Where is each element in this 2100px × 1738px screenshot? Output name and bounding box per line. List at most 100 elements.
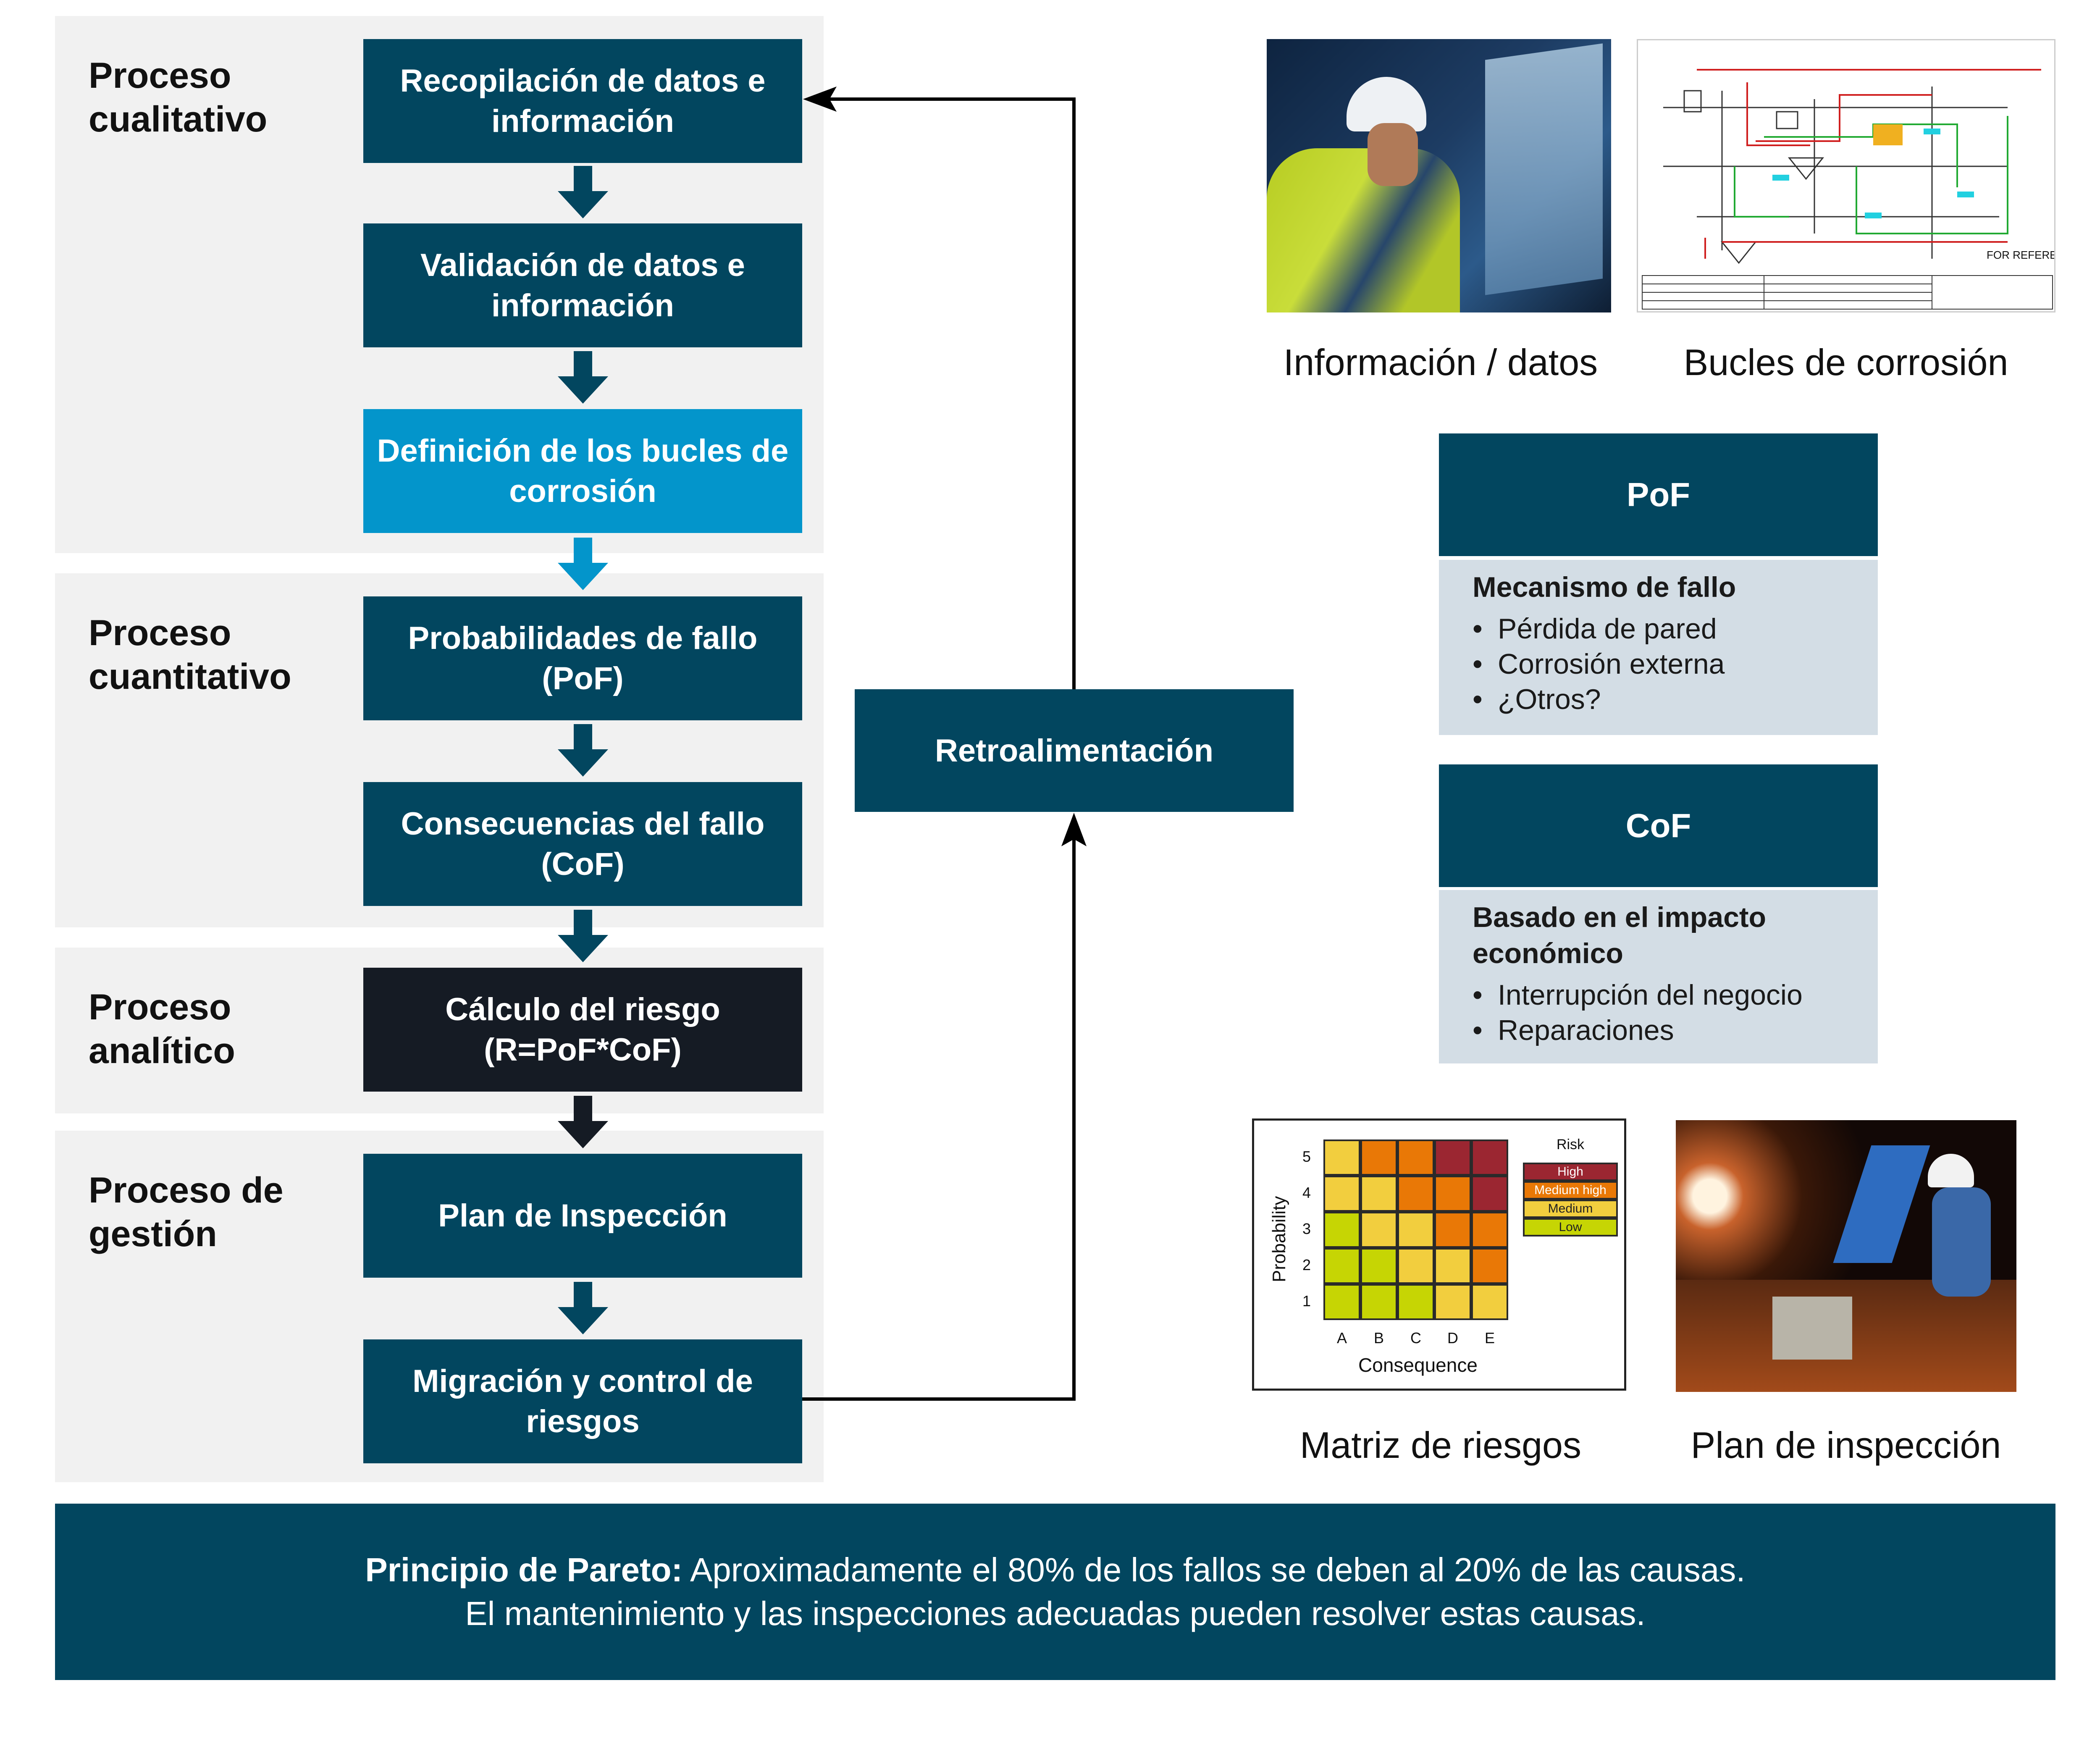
down-arrow-icon bbox=[558, 538, 608, 590]
info-data-caption: Información / datos bbox=[1283, 341, 1598, 383]
info-data-photo bbox=[1267, 39, 1611, 312]
pareto-text: Aproximadamente el 80% de los fallos se … bbox=[682, 1551, 1746, 1588]
pareto-line-2: El mantenimiento y las inspecciones adec… bbox=[465, 1595, 1646, 1632]
list-item: •Corrosión externa bbox=[1473, 646, 1844, 682]
cof-subtitle: Basado en el impacto económico bbox=[1473, 901, 1767, 969]
corrosion-loops-caption: Bucles de corrosión bbox=[1683, 341, 2008, 383]
legend-item: Low bbox=[1523, 1218, 1618, 1237]
legend-item: High bbox=[1523, 1163, 1618, 1181]
down-arrow-icon bbox=[558, 910, 608, 962]
matrix-cell bbox=[1360, 1212, 1397, 1248]
step-label: Definición de los bucles de corrosión bbox=[377, 433, 789, 509]
y-tick-label: 4 bbox=[1302, 1184, 1311, 1201]
matrix-cell bbox=[1397, 1248, 1434, 1284]
step-corrosion-loops[interactable]: Definición de los bucles de corrosión bbox=[363, 409, 802, 533]
panel-label: Proceso cuantitativo bbox=[89, 613, 291, 697]
x-tick-label: D bbox=[1447, 1329, 1458, 1347]
y-tick-label: 5 bbox=[1302, 1148, 1311, 1165]
cof-header: CoF bbox=[1439, 764, 1878, 887]
cof-title: CoF bbox=[1625, 807, 1691, 844]
schematic-drawing: FOR REFERENCE bbox=[1642, 69, 2055, 310]
scanner-body-shape bbox=[1772, 1297, 1852, 1360]
inspection-caption: Plan de inspección bbox=[1690, 1424, 2001, 1466]
step-data-collection[interactable]: Recopilación de datos e información bbox=[363, 39, 802, 163]
list-item: •Reparaciones bbox=[1473, 1013, 1844, 1048]
monitor-shape bbox=[1485, 43, 1603, 295]
pof-title: PoF bbox=[1626, 476, 1690, 513]
step-label: Recopilación de datos e información bbox=[400, 63, 766, 139]
matrix-cell bbox=[1397, 1284, 1434, 1320]
x-axis-label: Consequence bbox=[1358, 1354, 1478, 1376]
legend-item: Medium high bbox=[1523, 1181, 1618, 1200]
x-tick-label: B bbox=[1373, 1329, 1384, 1347]
matrix-cell bbox=[1323, 1248, 1360, 1284]
matrix-cell bbox=[1397, 1176, 1434, 1212]
person-shape bbox=[1932, 1187, 1991, 1297]
scanner-panel-shape bbox=[1833, 1145, 1930, 1263]
step-label: Plan de Inspección bbox=[438, 1197, 727, 1234]
down-arrow-icon bbox=[558, 351, 608, 404]
list-item-text: Reparaciones bbox=[1498, 1014, 1674, 1046]
matrix-cell bbox=[1360, 1248, 1397, 1284]
matrix-cell bbox=[1397, 1139, 1434, 1176]
down-arrow-icon bbox=[558, 724, 608, 777]
step-label: Migración y control de riesgos bbox=[412, 1363, 753, 1439]
pof-body: Mecanismo de fallo • Pérdida de pared •Co… bbox=[1439, 560, 1878, 735]
corrosion-loops-schematic: FOR REFERENCE bbox=[1637, 39, 2055, 312]
matrix-cell bbox=[1323, 1284, 1360, 1320]
y-tick-label: 2 bbox=[1302, 1256, 1311, 1273]
feedback-box[interactable]: Retroalimentación bbox=[855, 689, 1294, 812]
y-tick-label: 3 bbox=[1302, 1220, 1311, 1237]
list-item: •¿Otros? bbox=[1473, 682, 1844, 717]
pof-header: PoF bbox=[1439, 433, 1878, 556]
step-risk-calculation[interactable]: Cálculo del riesgo (R=PoF*CoF) bbox=[363, 968, 802, 1092]
step-risk-mitigation[interactable]: Migración y control de riesgos bbox=[363, 1339, 802, 1463]
x-tick-label: A bbox=[1336, 1329, 1347, 1347]
person-jacket-shape bbox=[1267, 148, 1460, 312]
feedback-line-up bbox=[802, 836, 1076, 1401]
matrix-cell bbox=[1434, 1284, 1471, 1320]
schematic-note: FOR REFERENCE bbox=[1987, 249, 2055, 261]
x-tick-label: C bbox=[1410, 1329, 1421, 1347]
cof-list: • Interrupción del negocio •Reparaciones bbox=[1473, 977, 1844, 1048]
list-item-text: Corrosión externa bbox=[1498, 648, 1725, 680]
y-axis-label: Probability bbox=[1269, 1196, 1289, 1282]
matrix-cell bbox=[1323, 1212, 1360, 1248]
helmet-shape bbox=[1928, 1154, 1974, 1187]
panel-label: Proceso cualitativo bbox=[89, 55, 268, 139]
matrix-cell bbox=[1471, 1139, 1508, 1176]
matrix-cell bbox=[1434, 1248, 1471, 1284]
matrix-cell bbox=[1471, 1284, 1508, 1320]
list-item-text: Interrupción del negocio bbox=[1498, 979, 1803, 1011]
step-data-validation[interactable]: Validación de datos e información bbox=[363, 223, 802, 347]
panel-label: Proceso analítico bbox=[89, 987, 235, 1071]
step-pof[interactable]: Probabilidades de fallo (PoF) bbox=[363, 596, 802, 720]
pof-subtitle: Mecanismo de fallo bbox=[1473, 571, 1736, 603]
inspection-photo bbox=[1676, 1120, 2016, 1392]
down-arrow-icon bbox=[558, 1282, 608, 1334]
down-arrow-icon bbox=[558, 166, 608, 218]
matrix-cell bbox=[1471, 1212, 1508, 1248]
pareto-line-1: Principio de Pareto: Aproximadamente el … bbox=[365, 1548, 1745, 1592]
matrix-cell bbox=[1434, 1139, 1471, 1176]
bullet-icon: • bbox=[1473, 683, 1483, 715]
list-item: • Interrupción del negocio bbox=[1473, 977, 1844, 1013]
step-cof[interactable]: Consecuencias del fallo (CoF) bbox=[363, 782, 802, 906]
step-label: Validación de datos e información bbox=[420, 247, 745, 323]
x-tick-label: E bbox=[1484, 1329, 1495, 1347]
pof-list: • Pérdida de pared •Corrosión externa •¿O… bbox=[1473, 611, 1844, 717]
matrix-cell bbox=[1434, 1212, 1471, 1248]
down-arrow-icon bbox=[558, 1096, 608, 1148]
face-shape bbox=[1368, 123, 1418, 186]
bullet-icon: • bbox=[1473, 979, 1483, 1011]
step-label: Cálculo del riesgo (R=PoF*CoF) bbox=[445, 991, 720, 1068]
matrix-cell bbox=[1323, 1139, 1360, 1176]
pareto-title: Principio de Pareto: bbox=[365, 1551, 683, 1588]
panel-label: Proceso de gestión bbox=[89, 1170, 284, 1254]
matrix-cell bbox=[1471, 1176, 1508, 1212]
list-item-text: Pérdida de pared bbox=[1498, 613, 1717, 645]
y-tick-label: 1 bbox=[1302, 1292, 1311, 1310]
step-inspection-plan[interactable]: Plan de Inspección bbox=[363, 1154, 802, 1278]
